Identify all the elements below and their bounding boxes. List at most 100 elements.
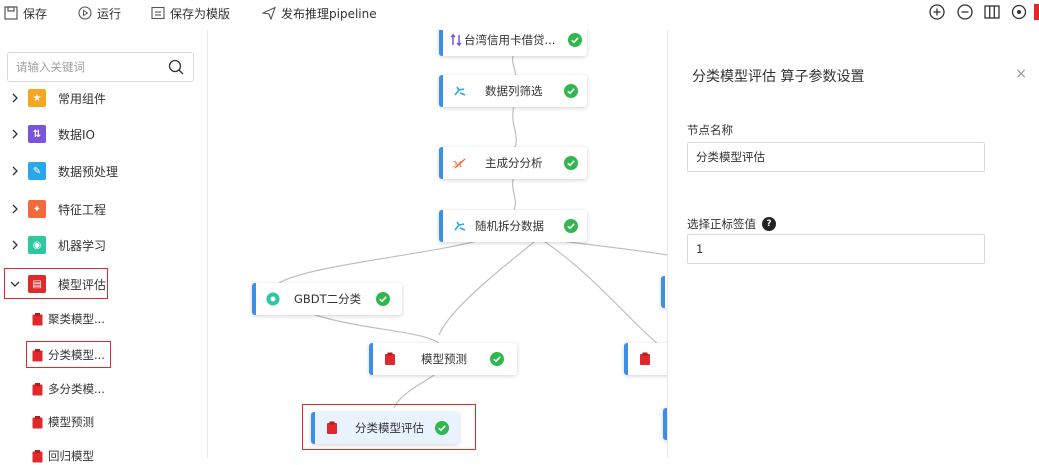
category-label: 数据IO — [58, 127, 95, 142]
sub-item-label: 模型预测 — [48, 415, 94, 429]
edge — [308, 312, 440, 344]
zoom-out-icon[interactable] — [956, 3, 974, 21]
star-icon: ★ — [28, 89, 46, 107]
positive-label-label: 选择正标签值 ? — [687, 216, 776, 232]
sub-item-label: 分类模型... — [48, 348, 105, 362]
sub-item-multiclass-eval[interactable]: 多分类模... — [32, 380, 105, 398]
node-partial-right[interactable] — [624, 343, 667, 375]
edge — [512, 105, 517, 151]
category-label: 模型评估 — [58, 277, 107, 292]
node-label: 随机拆分数据 — [475, 219, 544, 233]
sub-item-classify-eval[interactable]: 分类模型... — [32, 346, 105, 364]
node-model-predict[interactable]: 模型预测 — [369, 343, 517, 375]
io-icon — [450, 33, 462, 47]
success-check-icon — [564, 156, 578, 170]
close-icon[interactable]: × — [1015, 66, 1027, 82]
chevron-right-icon — [12, 166, 18, 176]
send-icon — [262, 6, 276, 20]
node-label: GBDT二分类 — [294, 292, 362, 306]
category-ml[interactable]: ◉ 机器学习 — [8, 234, 106, 256]
component-sidebar: ★ 常用组件 ⇅ 数据IO ✎ 数据预处理 ✦ 特征工程 ◉ 机器学习 ▤ 模型… — [0, 30, 208, 463]
save-label: 保存 — [23, 6, 48, 21]
zoom-in-icon[interactable] — [928, 3, 946, 21]
node-classify-eval[interactable]: 分类模型评估 — [311, 412, 459, 444]
publish-label: 发布推理pipeline — [281, 6, 377, 21]
run-button[interactable]: 运行 — [78, 4, 121, 22]
category-label: 数据预处理 — [58, 164, 119, 179]
category-label: 机器学习 — [58, 238, 107, 253]
clipboard-icon — [640, 352, 650, 365]
clipboard-icon — [32, 449, 43, 462]
positive-label-text: 选择正标签值 — [687, 217, 756, 231]
save-button[interactable]: 保存 — [4, 4, 47, 22]
chevron-right-icon — [12, 204, 18, 214]
node-label: 台湾信用卡借贷... — [464, 33, 556, 47]
io-icon: ⇅ — [28, 125, 46, 143]
node-pca[interactable]: ℳ 主成分分析 — [439, 147, 587, 179]
sub-item-cluster-eval[interactable]: 聚类模型... — [32, 310, 105, 328]
clipboard-icon — [32, 312, 43, 325]
parameter-panel: 分类模型评估 算子参数设置 × 节点名称 选择正标签值 ? — [667, 30, 1039, 458]
node-gbdt-binary[interactable]: GBDT二分类 — [252, 283, 402, 315]
highlight-box — [26, 341, 111, 368]
template-icon — [151, 6, 165, 20]
chevron-right-icon — [12, 93, 18, 103]
node-partial-right[interactable] — [661, 276, 667, 308]
panel-title: 分类模型评估 算子参数设置 — [692, 69, 865, 85]
feature-icon: ℳ — [453, 158, 466, 169]
category-label: 常用组件 — [58, 91, 107, 106]
pipeline-canvas[interactable]: 台湾信用卡借贷... 数据列筛选 ℳ 主成分分析 随机拆分数据 GBDT二分类 … — [209, 30, 667, 458]
category-model-eval[interactable]: ▤ 模型评估 — [8, 273, 106, 295]
success-check-icon — [568, 33, 582, 47]
sub-item-label: 聚类模型... — [48, 312, 105, 326]
search-input[interactable] — [8, 53, 158, 81]
category-preprocess[interactable]: ✎ 数据预处理 — [8, 160, 118, 182]
search-icon[interactable] — [167, 58, 185, 76]
search-box — [7, 52, 194, 82]
node-name-input[interactable] — [687, 142, 985, 172]
save-template-button[interactable]: 保存为模版 — [151, 4, 230, 22]
edge — [538, 237, 660, 346]
clipboard-icon — [32, 382, 43, 395]
node-partial-right[interactable] — [663, 408, 667, 440]
clipboard-icon — [327, 421, 337, 434]
category-data-io[interactable]: ⇅ 数据IO — [8, 123, 95, 145]
ml-icon: ◉ — [28, 236, 46, 254]
success-check-icon — [564, 219, 578, 233]
edge — [511, 175, 517, 211]
columns-icon[interactable] — [983, 3, 1001, 21]
sub-item-label: 多分类模... — [48, 382, 105, 396]
edge — [438, 237, 540, 336]
sub-item-regression-eval[interactable]: 回归模型 — [32, 447, 94, 465]
node-label: 数据列筛选 — [485, 84, 543, 98]
node-source-data[interactable]: 台湾信用卡借贷... — [439, 30, 587, 56]
clipboard-icon — [385, 352, 395, 365]
locate-icon[interactable] — [1010, 3, 1028, 21]
preprocess-icon: ✎ — [28, 162, 46, 180]
toolbar: 保存 运行 保存为模版 发布推理pipeline — [0, 0, 1039, 26]
sub-item-model-predict[interactable]: 模型预测 — [32, 413, 94, 431]
ml-icon — [266, 292, 280, 306]
highlight-box — [4, 268, 108, 299]
node-label: 主成分分析 — [485, 156, 543, 170]
chevron-right-icon — [12, 240, 18, 250]
publish-pipeline-button[interactable]: 发布推理pipeline — [262, 4, 377, 22]
success-check-icon — [376, 292, 390, 306]
success-check-icon — [435, 421, 449, 435]
clipboard-icon — [32, 348, 43, 361]
save-icon — [4, 6, 18, 20]
run-label: 运行 — [97, 6, 122, 21]
help-icon[interactable]: ? — [762, 217, 776, 231]
panel-toggle-marker[interactable] — [1034, 4, 1039, 20]
positive-label-input[interactable] — [687, 234, 985, 264]
node-label: 分类模型评估 — [355, 421, 424, 435]
node-random-split[interactable]: 随机拆分数据 — [439, 210, 587, 242]
edge — [393, 371, 440, 409]
sub-item-label: 回归模型 — [48, 449, 94, 463]
category-common[interactable]: ★ 常用组件 — [8, 87, 106, 109]
node-name-label: 节点名称 — [687, 122, 733, 138]
node-column-filter[interactable]: 数据列筛选 — [439, 75, 587, 107]
chevron-down-icon — [10, 281, 20, 287]
edge — [278, 237, 490, 284]
category-feature[interactable]: ✦ 特征工程 — [8, 198, 106, 220]
